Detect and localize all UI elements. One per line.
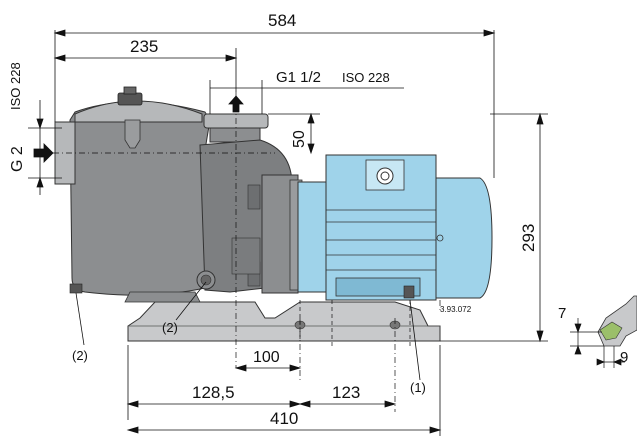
dimension-lines [28,29,548,436]
dim-235-label: 235 [130,37,158,56]
electric-motor [297,154,493,301]
reference-code: 3.93.072 [440,305,472,314]
inlet-iso-label: ISO 228 [8,62,23,110]
pump-housing [54,86,303,303]
base-plate [127,301,441,342]
inlet-thread-label: G 2 [9,146,26,172]
foot-detail [570,295,637,368]
dimension-labels: 584 235 G1 1/2 ISO 228 50 293 ISO 228 G … [8,11,628,428]
outlet-iso-label: ISO 228 [342,70,390,85]
callout-foot: (1) [410,380,426,395]
dim-50-label: 50 [291,130,308,148]
hidden-lines [299,300,411,346]
center-lines [40,92,441,412]
dim-1285-label: 128,5 [192,383,235,402]
callout-drain-center: (2) [162,320,178,335]
dim-100-label: 100 [253,349,280,366]
dim-584-label: 584 [268,11,296,30]
dim-410-label: 410 [270,409,298,428]
outlet-thread-label: G1 1/2 [276,69,321,86]
foot-width-label: 9 [620,349,628,366]
dim-123-label: 123 [332,383,360,402]
foot-height-label: 7 [558,305,566,322]
callout-drain-left: (2) [72,348,88,363]
dim-293-label: 293 [519,224,538,252]
